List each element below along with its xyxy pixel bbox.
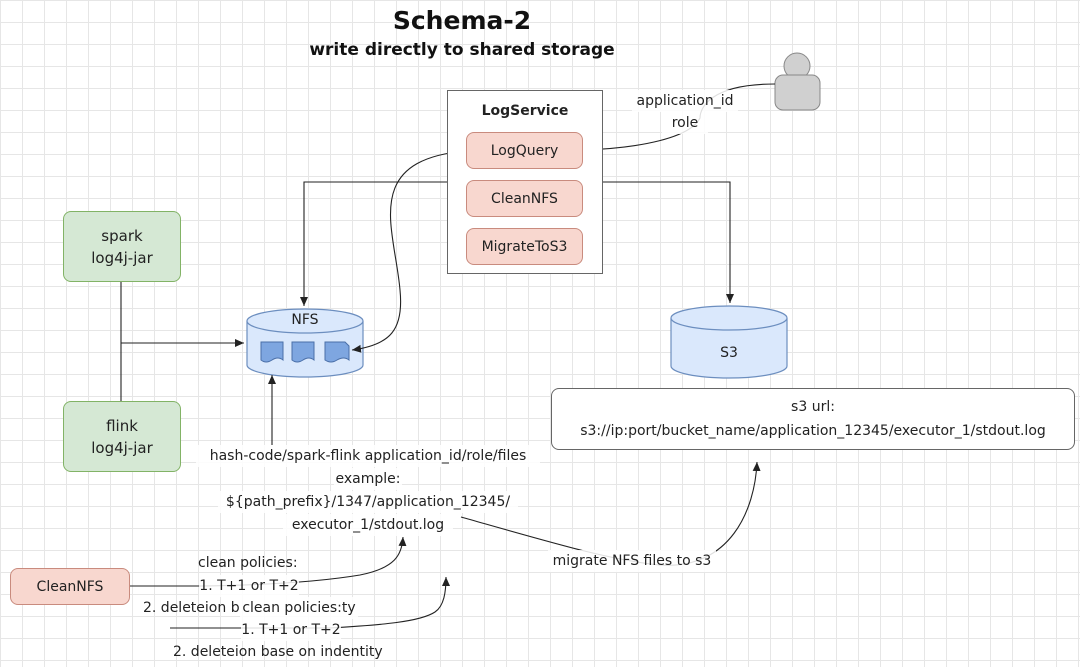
- path-example-line2: executor_1/stdout.log: [283, 514, 453, 536]
- policy-b-item2: 2. deleteion base on indentity: [173, 644, 383, 660]
- nfs-label: NFS: [291, 312, 319, 328]
- flink-sub-label: log4j-jar: [91, 438, 153, 457]
- cleannfs-box[interactable]: CleanNFS: [10, 568, 130, 605]
- diagram-subtitle: write directly to shared storage: [309, 40, 615, 60]
- policy-a-item2: 2. deleteion b: [143, 600, 240, 616]
- s3-url-box: s3 url: s3://ip:port/bucket_name/applica…: [551, 388, 1075, 450]
- edge-logservice-to-nfs: [300, 181, 447, 306]
- s3-url-value: s3://ip:port/bucket_name/application_123…: [580, 423, 1046, 439]
- s3-label: S3: [720, 345, 738, 361]
- diagram-title: Schema-2: [392, 6, 532, 35]
- edge-logservice-to-s3: [601, 181, 734, 303]
- spark-box[interactable]: spark log4j-jar: [63, 211, 181, 282]
- spark-sub-label: log4j-jar: [91, 248, 153, 267]
- path-format-text: hash-code/spark-flink application_id/rol…: [196, 445, 540, 467]
- policy-b-item1: 1. T+1 or T+2: [241, 619, 341, 641]
- s3-url-title: s3 url:: [791, 399, 835, 415]
- file-icon: [260, 341, 284, 363]
- path-example-label: example:: [334, 468, 402, 490]
- migrate-label: migrate NFS files to s3: [548, 550, 716, 572]
- user-label-role: role: [662, 112, 708, 134]
- edge-policy-to-path: [170, 576, 450, 629]
- logquery-box[interactable]: LogQuery: [466, 132, 583, 169]
- policy-b-title: clean policies:ty: [240, 597, 358, 619]
- file-icon: [291, 341, 315, 363]
- file-icon: [324, 341, 350, 363]
- policy-a-title: clean policies:: [198, 555, 298, 571]
- user-actor-icon: [774, 52, 821, 111]
- s3-cylinder: [670, 305, 788, 379]
- migratetos3-box[interactable]: MigrateToS3: [466, 228, 583, 265]
- path-example-line1: ${path_prefix}/1347/application_12345/: [218, 491, 518, 513]
- flink-label: flink: [106, 416, 138, 435]
- spark-label: spark: [101, 226, 143, 245]
- edge-producers-to-nfs: [120, 281, 244, 401]
- user-label-application-id: application_id: [632, 90, 738, 112]
- logservice-title: LogService: [481, 103, 569, 119]
- edge-logquery-to-nfs-files: [351, 150, 467, 353]
- flink-box[interactable]: flink log4j-jar: [63, 401, 181, 472]
- cleannfs-service-box[interactable]: CleanNFS: [466, 180, 583, 217]
- policy-a-item1: 1. T+1 or T+2: [199, 575, 299, 597]
